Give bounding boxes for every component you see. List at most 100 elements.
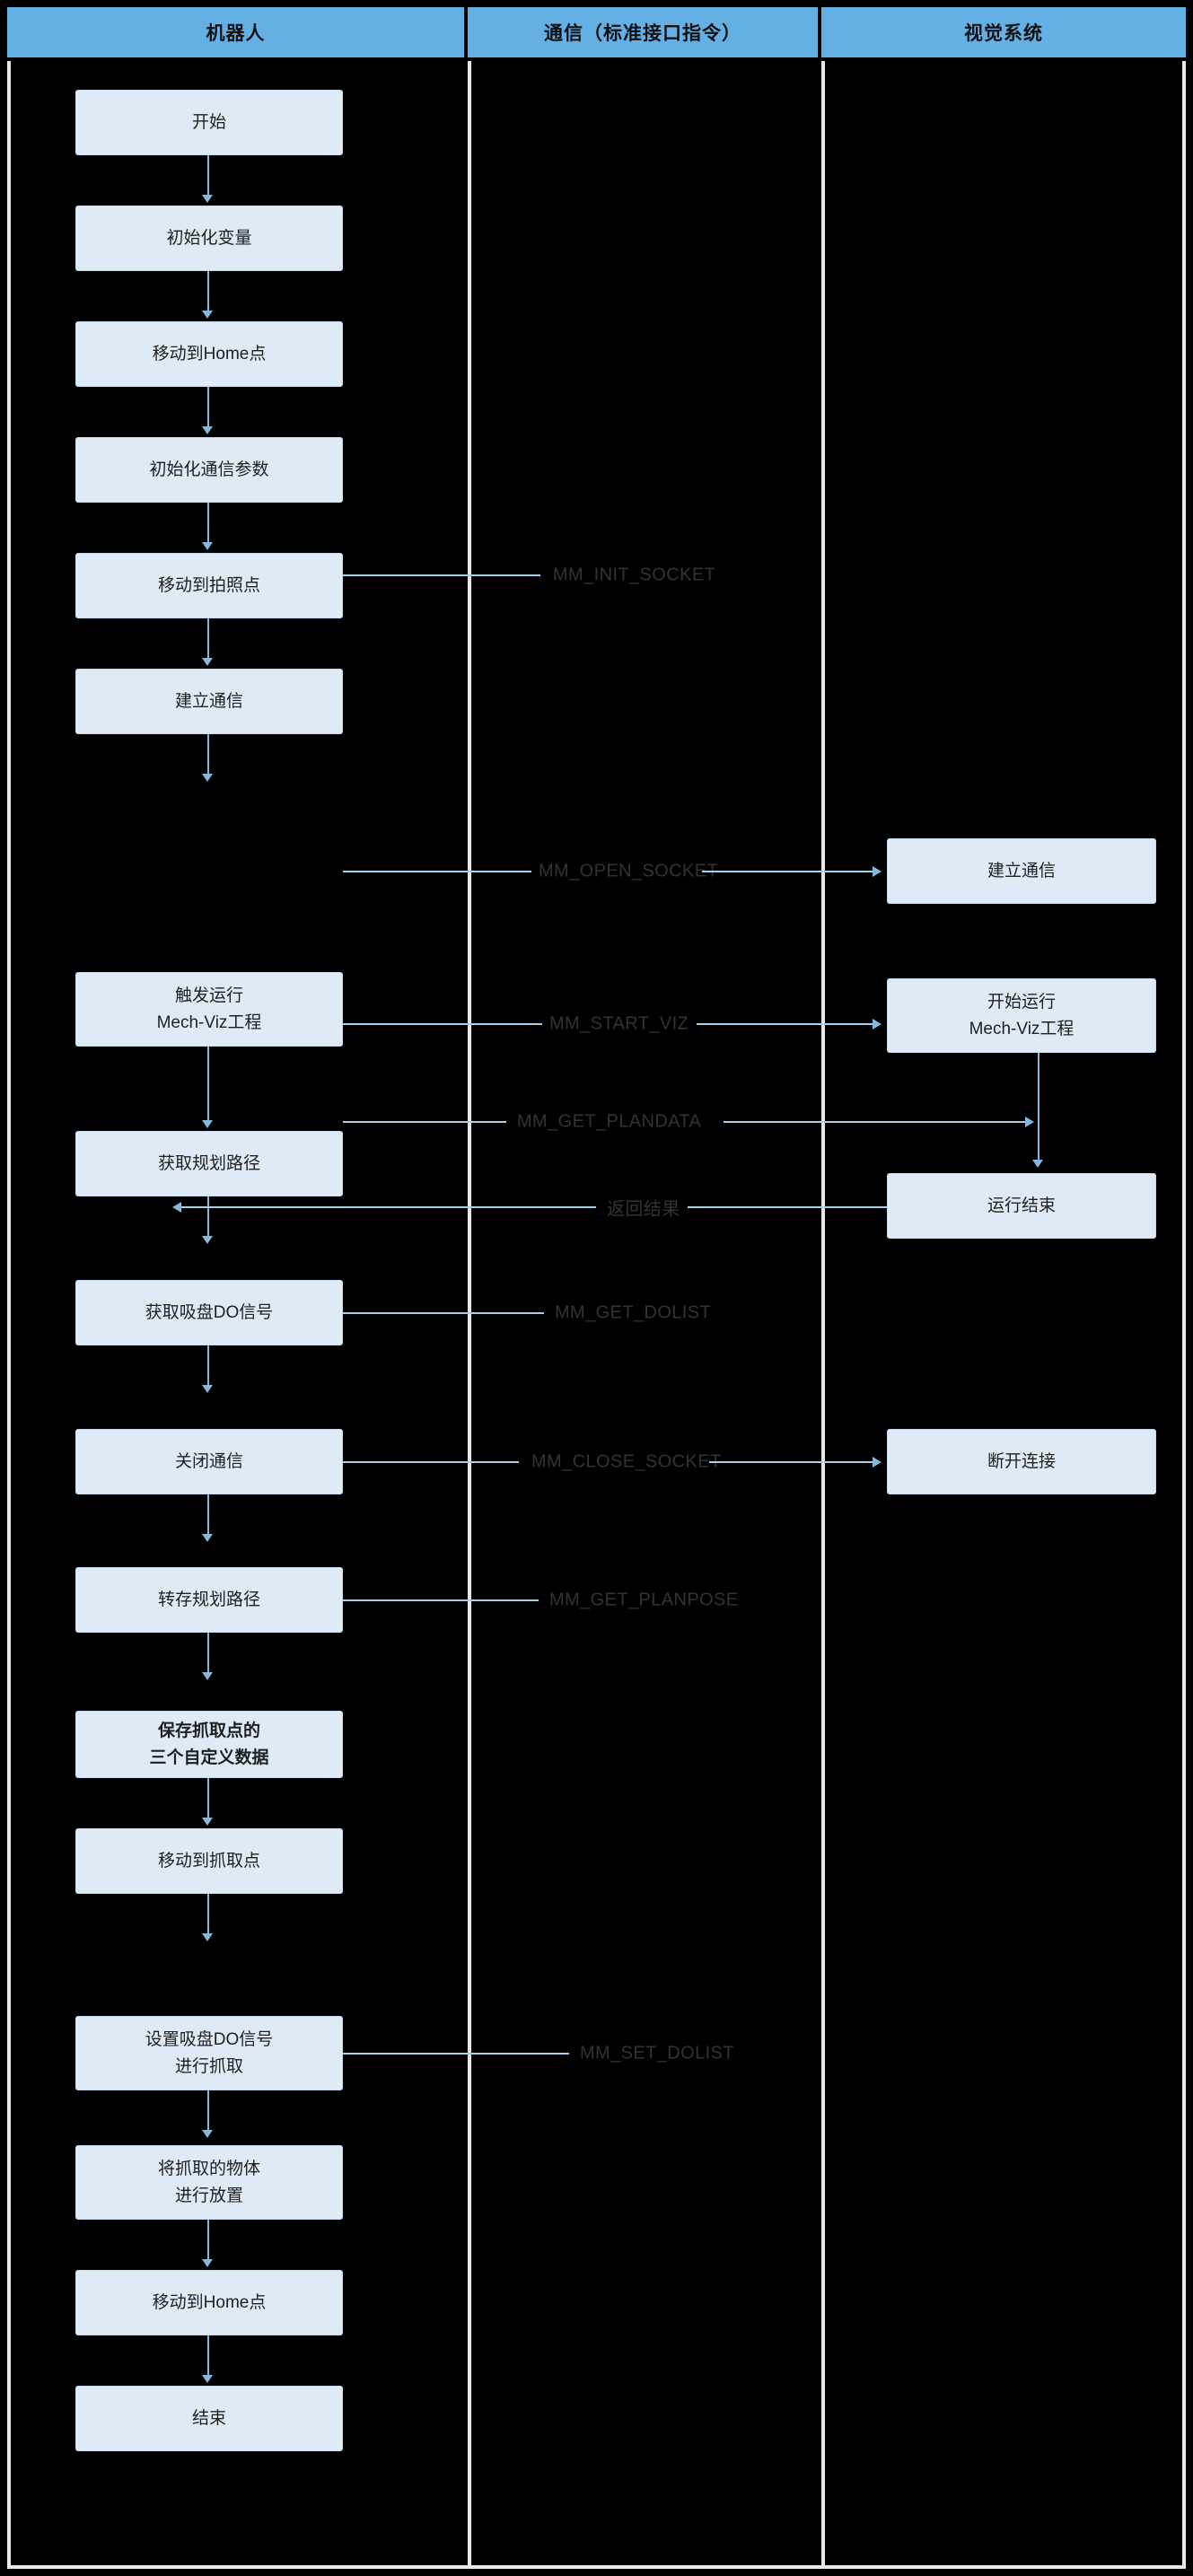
arrowhead-place-object xyxy=(202,2130,213,2138)
node-move-pick-point[interactable]: 移动到抓取点 xyxy=(75,1828,343,1894)
command-return-result: 返回结果 xyxy=(607,1199,680,1220)
connector-get-plan-to-get-do xyxy=(207,1196,209,1240)
node-close-comm-line-0: 关闭通信 xyxy=(174,1451,243,1471)
connector-mm-get-dolist xyxy=(343,1312,544,1314)
connector-mm-close-socket-left xyxy=(343,1461,519,1463)
connector-set-do-to-place xyxy=(207,2090,209,2134)
node-store-plan-path-line-0: 转存规划路径 xyxy=(157,1590,260,1609)
connector-place-to-move-home-2 xyxy=(207,2220,209,2264)
lane-divider-comm-vision xyxy=(821,61,825,2569)
connector-mm-get-plandata-left xyxy=(343,1121,506,1123)
command-mm-open-socket: MM_OPEN_SOCKET xyxy=(539,861,719,881)
node-set-suction-do[interactable]: 设置吸盘DO信号 进行抓取 xyxy=(75,2016,343,2090)
arrowhead-vision-disconnect xyxy=(873,1457,882,1468)
node-open-comm-line-0: 建立通信 xyxy=(174,691,243,711)
node-init-vars-line-0: 初始化变量 xyxy=(166,228,252,248)
node-store-plan-path[interactable]: 转存规划路径 xyxy=(75,1567,343,1633)
connector-mm-open-socket-right xyxy=(702,871,873,872)
node-init-comm-params[interactable]: 初始化通信参数 xyxy=(75,437,343,503)
command-mm-close-socket: MM_CLOSE_SOCKET xyxy=(531,1451,722,1472)
arrowhead-move-home-1 xyxy=(202,311,213,319)
node-move-capture-point[interactable]: 移动到拍照点 xyxy=(75,553,343,618)
connector-init-comm-to-move-capture xyxy=(207,503,209,547)
node-get-plan-path-line-0: 获取规划路径 xyxy=(157,1153,260,1173)
connector-move-capture-to-open-comm xyxy=(207,618,209,662)
connector-store-path-to-save-data xyxy=(207,1633,209,1677)
node-place-object[interactable]: 将抓取的物体 进行放置 xyxy=(75,2145,343,2220)
node-save-custom-data-line-1: 三个自定义数据 xyxy=(149,1748,269,1767)
node-vision-open-comm[interactable]: 建立通信 xyxy=(887,838,1156,904)
lane-header-communication: 通信（标准接口指令） xyxy=(468,7,818,57)
lane-header-robot: 机器人 xyxy=(7,7,464,57)
node-vision-run-finished-line-0: 运行结束 xyxy=(987,1196,1056,1215)
arrowhead-get-suction-do xyxy=(202,1236,213,1244)
command-mm-init-socket: MM_INIT_SOCKET xyxy=(553,565,716,585)
arrowhead-save-custom-data xyxy=(202,1672,213,1680)
lane-header-vision-label: 视觉系统 xyxy=(964,23,1043,44)
node-start[interactable]: 开始 xyxy=(75,90,343,155)
command-mm-start-viz: MM_START_VIZ xyxy=(549,1013,689,1034)
node-move-home-1-line-0: 移动到Home点 xyxy=(152,344,267,364)
connector-mm-start-viz-right xyxy=(697,1023,873,1025)
connector-save-data-to-move-pick xyxy=(207,1778,209,1822)
connector-move-home-1-to-init-comm xyxy=(207,387,209,431)
arrowhead-vision-run-finished xyxy=(1032,1160,1043,1168)
connector-move-home-2-to-end xyxy=(207,2335,209,2379)
node-vision-run-finished[interactable]: 运行结束 xyxy=(887,1173,1156,1239)
node-vision-disconnect-line-0: 断开连接 xyxy=(987,1451,1056,1471)
connector-start-to-init-vars xyxy=(207,155,209,199)
node-move-pick-point-line-0: 移动到抓取点 xyxy=(157,1851,260,1871)
arrowhead-store-plan-path xyxy=(202,1534,213,1542)
node-trigger-mechviz-line-1: Mech-Viz工程 xyxy=(156,1012,262,1032)
node-move-home-2-line-0: 移动到Home点 xyxy=(152,2292,267,2312)
node-vision-open-comm-line-0: 建立通信 xyxy=(987,861,1056,881)
node-save-custom-data[interactable]: 保存抓取点的 三个自定义数据 xyxy=(75,1711,343,1778)
connector-mm-get-planpose xyxy=(343,1599,539,1601)
arrowhead-close-comm xyxy=(202,1385,213,1393)
arrowhead-move-pick-point xyxy=(202,1818,213,1826)
node-end-line-0: 结束 xyxy=(191,2408,226,2428)
node-close-comm[interactable]: 关闭通信 xyxy=(75,1429,343,1494)
node-trigger-mechviz[interactable]: 触发运行 Mech-Viz工程 xyxy=(75,972,343,1047)
swimlane-header-row: 机器人 通信（标准接口指令） 视觉系统 xyxy=(7,7,1186,57)
lane-header-communication-label: 通信（标准接口指令） xyxy=(544,23,741,44)
arrowhead-plandata-to-vision xyxy=(1025,1117,1034,1127)
lane-header-robot-label: 机器人 xyxy=(206,23,266,44)
connector-open-comm-to-trigger-viz xyxy=(207,734,209,778)
arrowhead-init-vars xyxy=(202,195,213,203)
node-vision-run-mechviz-line-1: Mech-Viz工程 xyxy=(969,1019,1075,1038)
node-move-home-1[interactable]: 移动到Home点 xyxy=(75,321,343,387)
lane-divider-bottom xyxy=(7,2565,1186,2569)
node-place-object-line-1: 进行放置 xyxy=(174,2186,243,2205)
arrowhead-vision-open-comm xyxy=(873,866,882,877)
connector-vision-run-to-finished xyxy=(1038,1053,1039,1166)
node-end[interactable]: 结束 xyxy=(75,2386,343,2451)
connector-mm-close-socket-right xyxy=(709,1461,873,1463)
connector-return-result-left xyxy=(181,1206,596,1208)
command-mm-set-dolist: MM_SET_DOLIST xyxy=(580,2043,734,2063)
node-open-comm[interactable]: 建立通信 xyxy=(75,669,343,734)
lane-header-vision: 视觉系统 xyxy=(821,7,1186,57)
node-get-suction-do[interactable]: 获取吸盘DO信号 xyxy=(75,1280,343,1345)
node-get-plan-path[interactable]: 获取规划路径 xyxy=(75,1131,343,1196)
node-init-vars[interactable]: 初始化变量 xyxy=(75,206,343,271)
lane-divider-robot-comm xyxy=(468,61,471,2569)
arrowhead-init-comm-params xyxy=(202,426,213,434)
node-move-capture-point-line-0: 移动到拍照点 xyxy=(157,575,260,595)
connector-init-vars-to-move-home-1 xyxy=(207,271,209,315)
lane-divider-left xyxy=(7,61,11,2569)
node-vision-disconnect[interactable]: 断开连接 xyxy=(887,1429,1156,1494)
connector-return-result-right xyxy=(688,1206,887,1208)
connector-mm-init-socket xyxy=(343,574,540,576)
node-get-suction-do-line-0: 获取吸盘DO信号 xyxy=(145,1302,274,1322)
arrowhead-vision-run-mechviz xyxy=(873,1019,882,1030)
command-mm-get-dolist: MM_GET_DOLIST xyxy=(555,1302,712,1323)
connector-trigger-viz-to-get-plan xyxy=(207,1047,209,1125)
node-vision-run-mechviz[interactable]: 开始运行 Mech-Viz工程 xyxy=(887,978,1156,1053)
arrowhead-move-home-2 xyxy=(202,2259,213,2267)
node-move-home-2[interactable]: 移动到Home点 xyxy=(75,2270,343,2335)
connector-mm-set-dolist xyxy=(343,2053,569,2055)
connector-mm-open-socket-left xyxy=(343,871,531,872)
connector-mm-get-plandata-right xyxy=(724,1121,1029,1123)
node-set-suction-do-line-1: 进行抓取 xyxy=(174,2056,243,2076)
